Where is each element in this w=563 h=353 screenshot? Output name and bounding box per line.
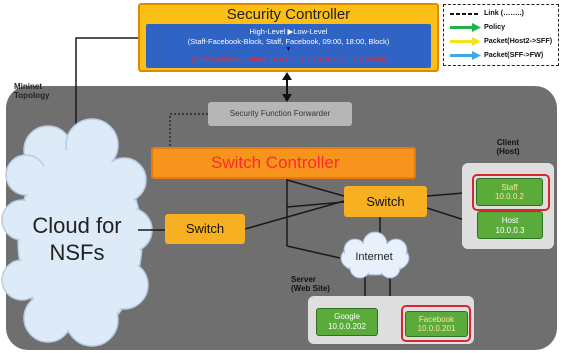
highlight-frame-client bbox=[472, 174, 550, 211]
yellow-arrow-icon bbox=[450, 37, 481, 46]
server-host-google: Google 10.0.0.202 bbox=[316, 308, 378, 336]
policy-low-level-rule: (Staff-Facebook-Block, 10.0.0.2, 10.0.0.… bbox=[191, 55, 386, 64]
server-label: Server (Web Site) bbox=[291, 275, 330, 293]
security-function-forwarder: Security Function Forwarder bbox=[208, 102, 352, 126]
client-host-other: Host 10.0.0.3 bbox=[477, 211, 543, 239]
legend-item-packet-sff: Packet(SFF->FW) bbox=[444, 50, 558, 62]
security-controller: Security Controller High-Level ▶Low-Leve… bbox=[138, 3, 439, 72]
switch-left: Switch bbox=[165, 214, 245, 244]
staff-host-name: Staff bbox=[501, 183, 518, 192]
google-host-ip: 10.0.0.202 bbox=[328, 322, 366, 331]
staff-host-ip: 10.0.0.2 bbox=[495, 192, 524, 201]
switch-right: Switch bbox=[344, 186, 427, 217]
controller-to-cloud-link bbox=[75, 37, 138, 130]
client-label: Client (Host) bbox=[470, 138, 546, 156]
legend-label: Policy bbox=[484, 22, 506, 31]
legend-label: Packet(SFF->FW) bbox=[484, 50, 544, 59]
policy-high-level-heading: High-Level ▶Low-Level bbox=[249, 27, 328, 36]
arrow-up-icon bbox=[282, 72, 292, 80]
mininet-topology-label: Mininet Topology bbox=[14, 82, 50, 100]
internet-label: Internet bbox=[355, 251, 393, 263]
translate-arrow-icon: ▼ bbox=[285, 46, 292, 53]
switch-controller-label: Switch Controller bbox=[211, 153, 340, 172]
policy-high-level-rule: (Staff-Facebook-Block, Staff, Facebook, … bbox=[187, 37, 390, 46]
legend-item-packet-host: Packet(Host2->SFF) bbox=[444, 36, 558, 48]
client-label-line1: Client bbox=[496, 138, 520, 147]
server-host-facebook: Facebook 10.0.0.201 bbox=[405, 311, 468, 337]
client-label-line2: (Host) bbox=[496, 147, 520, 156]
policy-translation-panel: High-Level ▶Low-Level (Staff-Facebook-Bl… bbox=[146, 24, 431, 68]
legend: Link (……..) Policy Packet(Host2->SFF) Pa… bbox=[443, 4, 559, 66]
host-name: Host bbox=[501, 216, 519, 225]
google-host-name: Google bbox=[334, 312, 360, 321]
client-host-staff: Staff 10.0.0.2 bbox=[476, 178, 543, 206]
green-arrow-icon bbox=[450, 23, 481, 32]
server-label-line1: Server bbox=[291, 275, 316, 284]
facebook-host-ip: 10.0.0.201 bbox=[417, 324, 456, 333]
arrow-down-icon bbox=[282, 94, 292, 102]
legend-label: Packet(Host2->SFF) bbox=[484, 36, 553, 45]
host-ip: 10.0.0.3 bbox=[495, 226, 525, 235]
blue-arrow-icon bbox=[450, 51, 481, 60]
legend-item-link: Link (……..) bbox=[444, 8, 558, 20]
highlight-frame-server bbox=[401, 305, 471, 342]
cloud-label-line2: NSFs bbox=[49, 240, 105, 265]
server-label-line2: (Web Site) bbox=[291, 284, 330, 293]
legend-item-policy: Policy bbox=[444, 22, 558, 34]
facebook-host-name: Facebook bbox=[418, 315, 455, 324]
switch-controller: Switch Controller bbox=[151, 147, 416, 179]
dashed-line-icon bbox=[450, 13, 480, 15]
legend-label: Link (……..) bbox=[484, 8, 524, 17]
cloud-nsfs-label: Cloud for NSFs bbox=[22, 212, 132, 266]
cloud-label-line1: Cloud for bbox=[32, 213, 122, 238]
security-controller-title: Security Controller bbox=[226, 6, 351, 23]
